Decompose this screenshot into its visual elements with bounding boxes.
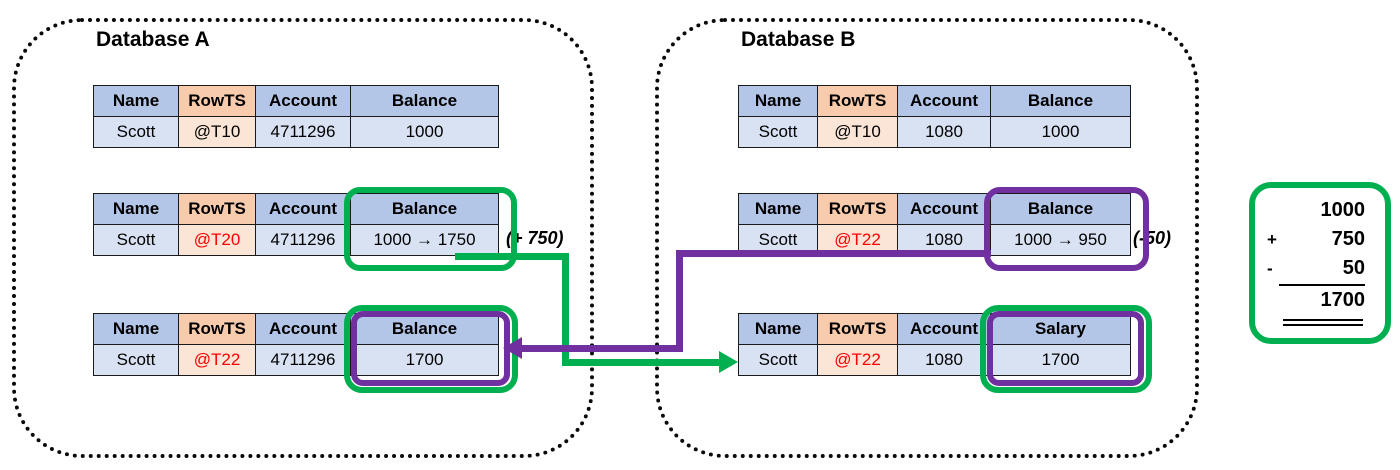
purple-arrow-segment-bottom	[522, 345, 683, 352]
cell-balance: 1000	[990, 116, 1131, 148]
table-data-row: Scott @T10 4711296 1000	[93, 116, 499, 148]
db-b-table-2: Name RowTS Account Balance Scott @T22 10…	[738, 193, 1131, 256]
db-a-table-3: Name RowTS Account Balance Scott @T22 47…	[93, 313, 499, 376]
cell-name: Scott	[93, 224, 179, 256]
cell-account: 4711296	[255, 344, 351, 376]
cell-balance-update: 1000 → 950	[990, 224, 1131, 256]
header-name: Name	[738, 85, 818, 117]
calc-value: 1000	[1320, 199, 1366, 221]
calc-double-underline	[1283, 319, 1363, 326]
cell-balance-update: 1000 → 1750	[350, 224, 499, 256]
header-account: Account	[255, 85, 351, 117]
header-name: Name	[93, 313, 179, 345]
calc-row: 1000	[1267, 196, 1366, 225]
green-arrow-segment-top	[455, 253, 569, 260]
table-header-row: Name RowTS Account Balance	[93, 85, 499, 117]
green-arrow-segment-vertical	[562, 253, 569, 366]
cell-account: 1080	[897, 116, 991, 148]
database-b-title: Database B	[741, 28, 856, 51]
cell-balance-final: 1700	[350, 344, 499, 376]
cell-rowts: @T10	[817, 116, 898, 148]
cell-rowts-t20: @T20	[178, 224, 256, 256]
header-balance: Balance	[350, 193, 499, 225]
header-account: Account	[897, 313, 991, 345]
purple-arrow-segment-top	[676, 250, 991, 257]
database-b-box	[655, 18, 1199, 458]
table-header-row: Name RowTS Account Balance	[93, 193, 499, 225]
header-name: Name	[93, 85, 179, 117]
table-header-row: Name RowTS Account Salary	[738, 313, 1131, 345]
cell-salary-final: 1700	[990, 344, 1131, 376]
calc-row: - 50	[1267, 254, 1365, 283]
purple-arrow-segment-vertical	[676, 250, 683, 352]
cell-rowts-t22: @T22	[178, 344, 256, 376]
cell-account: 4711296	[255, 224, 351, 256]
cell-name: Scott	[738, 116, 818, 148]
database-a-title: Database A	[96, 28, 210, 51]
header-rowts: RowTS	[817, 313, 898, 345]
header-balance: Balance	[990, 193, 1131, 225]
calc-total-row: 1700	[1267, 286, 1366, 315]
header-rowts: RowTS	[817, 85, 898, 117]
database-a-box	[12, 18, 594, 458]
annotation-plus-750: (+ 750)	[506, 228, 564, 248]
header-name: Name	[93, 193, 179, 225]
cell-balance: 1000	[350, 116, 499, 148]
db-a-table-1: Name RowTS Account Balance Scott @T10 47…	[93, 85, 499, 148]
cell-account: 1080	[897, 344, 991, 376]
db-b-table-1: Name RowTS Account Balance Scott @T10 10…	[738, 85, 1131, 148]
green-arrowhead-icon	[719, 351, 738, 373]
calc-value: 50	[1342, 257, 1365, 279]
calc-value: 750	[1331, 228, 1365, 250]
cell-account: 4711296	[255, 116, 351, 148]
table-data-row: Scott @T20 4711296 1000 → 1750	[93, 224, 499, 256]
calc-row: + 750	[1267, 225, 1365, 254]
header-rowts: RowTS	[178, 85, 256, 117]
table-header-row: Name RowTS Account Balance	[738, 193, 1131, 225]
header-rowts: RowTS	[178, 193, 256, 225]
header-name: Name	[738, 313, 818, 345]
calc-sum-rule	[1279, 284, 1365, 286]
cell-name: Scott	[738, 344, 818, 376]
table-data-row: Scott @T22 1080 1700	[738, 344, 1131, 376]
purple-arrowhead-icon	[503, 337, 522, 359]
header-balance: Balance	[350, 85, 499, 117]
cell-rowts-t22: @T22	[817, 344, 898, 376]
header-rowts: RowTS	[817, 193, 898, 225]
header-rowts: RowTS	[178, 313, 256, 345]
green-arrow-segment-bottom	[562, 359, 720, 366]
header-balance: Balance	[990, 85, 1131, 117]
header-balance: Balance	[350, 313, 499, 345]
db-b-table-3: Name RowTS Account Salary Scott @T22 108…	[738, 313, 1131, 376]
header-salary: Salary	[990, 313, 1131, 345]
header-name: Name	[738, 193, 818, 225]
table-header-row: Name RowTS Account Balance	[738, 85, 1131, 117]
db-a-table-2: Name RowTS Account Balance Scott @T20 47…	[93, 193, 499, 256]
cell-name: Scott	[93, 344, 179, 376]
header-account: Account	[255, 193, 351, 225]
calc-total-value: 1700	[1320, 289, 1366, 311]
header-account: Account	[897, 85, 991, 117]
table-header-row: Name RowTS Account Balance	[93, 313, 499, 345]
calc-operator-plus: +	[1267, 229, 1277, 249]
table-data-row: Scott @T10 1080 1000	[738, 116, 1131, 148]
cell-rowts: @T10	[178, 116, 256, 148]
table-data-row: Scott @T22 4711296 1700	[93, 344, 499, 376]
calculation-box: 1000 + 750 - 50 1700	[1249, 182, 1391, 344]
annotation-minus-50: (-50)	[1133, 228, 1172, 248]
cell-name: Scott	[93, 116, 179, 148]
header-account: Account	[897, 193, 991, 225]
calc-operator-minus: -	[1267, 258, 1273, 278]
header-account: Account	[255, 313, 351, 345]
